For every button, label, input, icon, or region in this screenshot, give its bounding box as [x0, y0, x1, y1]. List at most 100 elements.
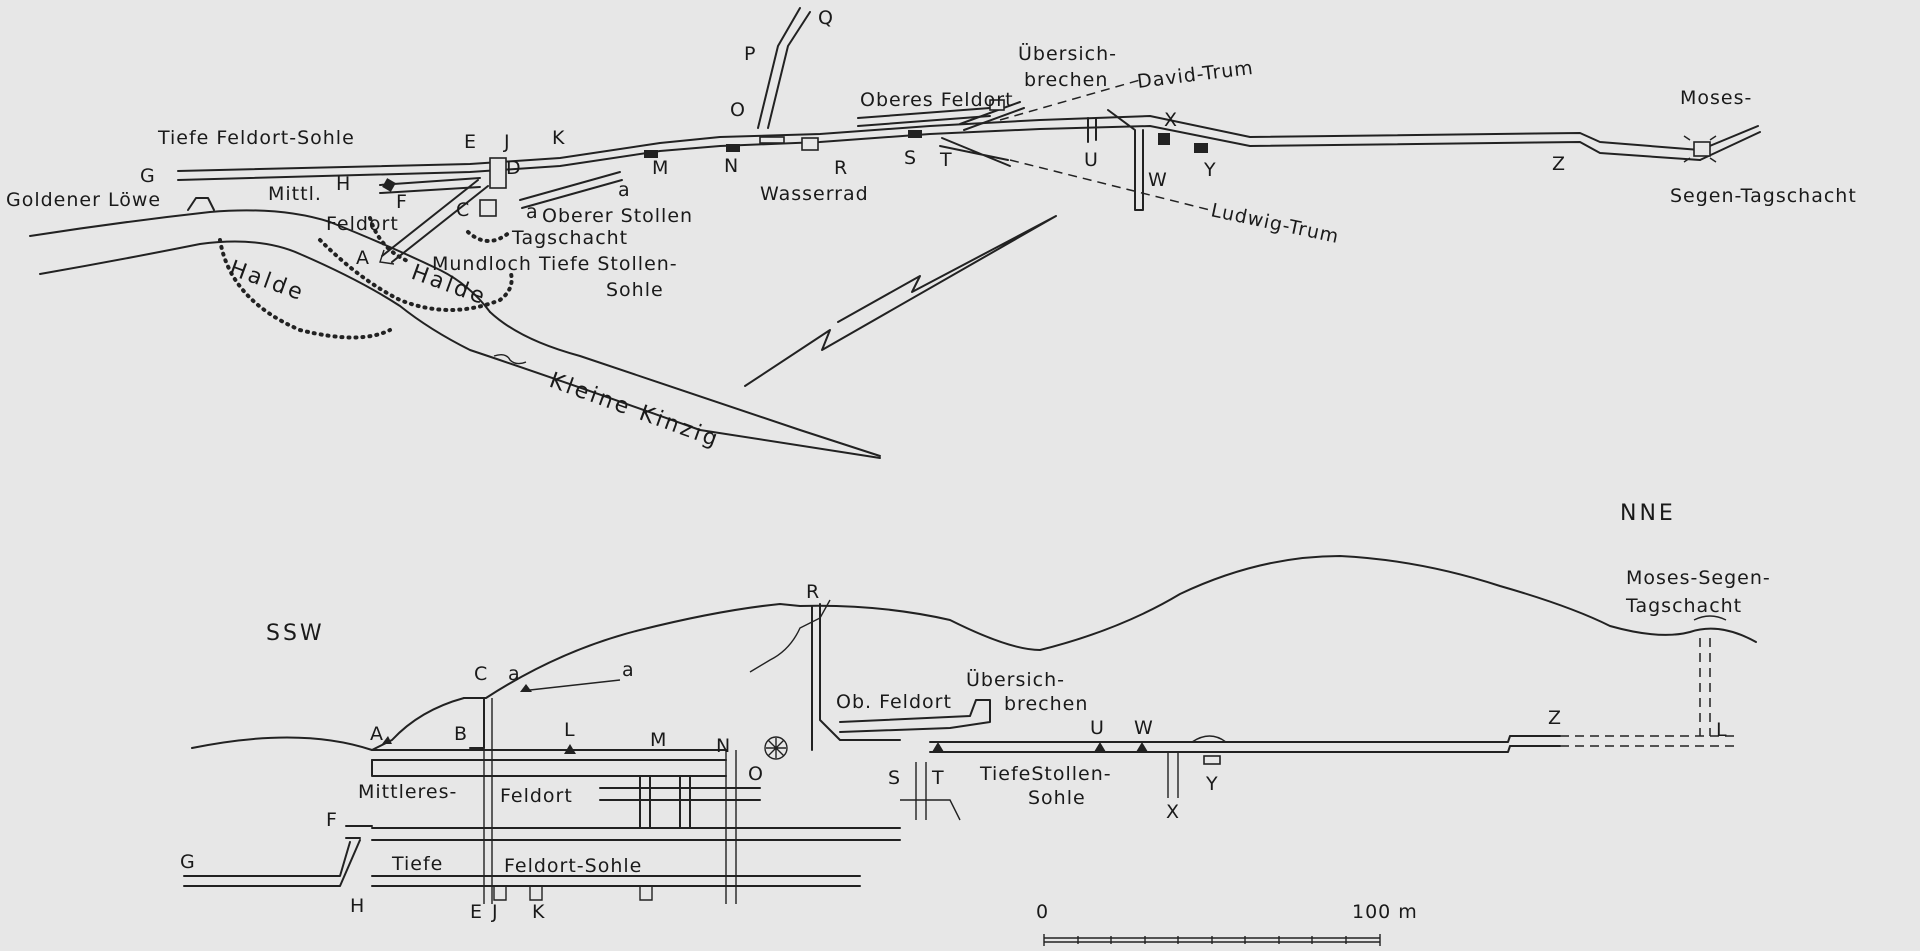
- level-side-branches: [599, 775, 761, 829]
- label-goldener-loewe: Goldener Löwe: [6, 189, 161, 211]
- moses-segen-shaft-symbol: [1693, 141, 1711, 157]
- label-ob-feldort: Ob. Feldort: [836, 691, 952, 713]
- oberer-stollen-tunnel: [519, 171, 623, 209]
- wasserrad-spokes: [766, 738, 786, 758]
- label-x: X: [1166, 801, 1180, 823]
- kinzig-arrow: [493, 353, 527, 365]
- label-t: T: [939, 149, 953, 171]
- ob-feldort-tunnel: [839, 699, 991, 733]
- label-tagschacht: Tagschacht: [1625, 595, 1742, 617]
- ludwig-trum-line: [1009, 159, 1211, 211]
- marker-y: [1203, 755, 1221, 765]
- shaft-p-q: [757, 7, 811, 129]
- marker-a: [382, 736, 392, 744]
- label-feldort-sohle: Feldort-Sohle: [504, 855, 642, 877]
- inner-profile: [749, 599, 831, 673]
- label-t: T: [931, 767, 945, 789]
- marker-a1: [520, 684, 532, 692]
- main-gallery-upper-edge: [177, 115, 1701, 172]
- label-tiefe-stollen: TiefeStollen-: [979, 763, 1112, 785]
- river-bank-kinzig: [489, 311, 881, 457]
- marker-uebersichbrechen: [989, 99, 1005, 111]
- tiefe-stollen-extension: [1560, 735, 1740, 747]
- label-tiefe-feldort-sohle: Tiefe Feldort-Sohle: [157, 127, 355, 149]
- t-branch: [939, 137, 1011, 167]
- bottom-sumps: [493, 886, 653, 901]
- branch-h: [379, 177, 481, 194]
- label-brechen: brechen: [1004, 693, 1088, 715]
- label-l2: L: [1716, 719, 1728, 741]
- moses-segen-shaft: [1699, 638, 1711, 736]
- label-ssw: SSW: [266, 621, 325, 646]
- marker-d-e: [489, 157, 507, 189]
- scale-bar: 0 100 m: [1036, 901, 1418, 946]
- y-bump: [1191, 735, 1227, 743]
- label-f: F: [326, 809, 338, 831]
- label-uebersich: Übersich-: [1018, 42, 1117, 65]
- shaft-c: [483, 698, 493, 904]
- goldener-loewe-symbol: [187, 197, 215, 211]
- label-oberes-feldort: Oberes Feldort: [860, 89, 1014, 111]
- label-mundloch: Mundloch Tiefe Stollen-: [432, 253, 678, 275]
- marker-t: [932, 742, 944, 752]
- marker-r: [801, 137, 819, 151]
- halde-top: [368, 216, 412, 264]
- label-p: P: [744, 43, 756, 65]
- label-f: F: [396, 191, 408, 213]
- label-w: W: [1134, 717, 1154, 739]
- label-moses-segen: Moses-Segen-: [1626, 567, 1771, 589]
- label-g: G: [180, 851, 196, 873]
- moses-shaft-top: [1693, 615, 1727, 621]
- label-oberer-stollen: Oberer Stollen: [542, 205, 693, 227]
- label-kleine-kinzig: Kleine Kinzig: [546, 368, 723, 453]
- label-x: X: [1164, 109, 1178, 131]
- label-y: Y: [1203, 159, 1217, 181]
- david-trum-line: [999, 79, 1141, 121]
- shaft-r: [811, 603, 901, 751]
- marker-y: [1194, 143, 1208, 153]
- label-n: N: [716, 735, 731, 757]
- label-h: H: [336, 173, 351, 195]
- halde-right: [318, 238, 514, 312]
- scale-max: 100 m: [1352, 901, 1418, 923]
- level-top: [371, 749, 727, 761]
- scale-zero: 0: [1036, 901, 1049, 923]
- label-n: N: [724, 155, 739, 177]
- label-g: G: [140, 165, 156, 187]
- label-o: O: [748, 763, 764, 785]
- label-nne: NNE: [1620, 501, 1676, 526]
- label-d: D: [506, 157, 522, 179]
- marker-w: [1136, 742, 1148, 752]
- scale-line: [1043, 934, 1381, 946]
- river-bank-south: [39, 240, 881, 459]
- label-a1: a: [508, 663, 521, 685]
- tiefe-stollen-sohle: [929, 735, 1561, 753]
- label-u: U: [1090, 717, 1105, 739]
- label-a2: a: [622, 659, 635, 681]
- tagschacht-symbol: [479, 199, 497, 217]
- label-h: H: [350, 895, 365, 917]
- label-a2: a: [618, 179, 631, 201]
- moses-shaft-rays: [1683, 135, 1717, 163]
- label-ludwig-trum: Ludwig-Trum: [1209, 199, 1341, 248]
- mundloch-marker: [379, 249, 395, 265]
- label-wasserrad: Wasserrad: [760, 183, 869, 205]
- label-j: J: [491, 901, 499, 923]
- label-l: L: [564, 719, 576, 741]
- label-s: S: [904, 147, 917, 169]
- tagschacht-halo: [466, 230, 512, 243]
- tunnel-to-a: [381, 179, 489, 263]
- label-moses: Moses-: [1680, 87, 1752, 109]
- oberes-feldort-tunnel: [857, 107, 991, 127]
- label-z: Z: [1548, 707, 1562, 729]
- shaft-x: [1167, 752, 1179, 798]
- river-bank-north: [29, 209, 491, 313]
- label-e: E: [470, 901, 483, 923]
- plan-view: Tiefe Feldort-Sohle G Goldener Löwe Mitt…: [6, 7, 1856, 459]
- main-gallery-lower-edge: [177, 125, 1701, 181]
- label-r: R: [834, 157, 848, 179]
- marker-u: [1094, 742, 1106, 752]
- label-tagschacht: Tagschacht: [511, 227, 628, 249]
- f-stub: [345, 825, 373, 839]
